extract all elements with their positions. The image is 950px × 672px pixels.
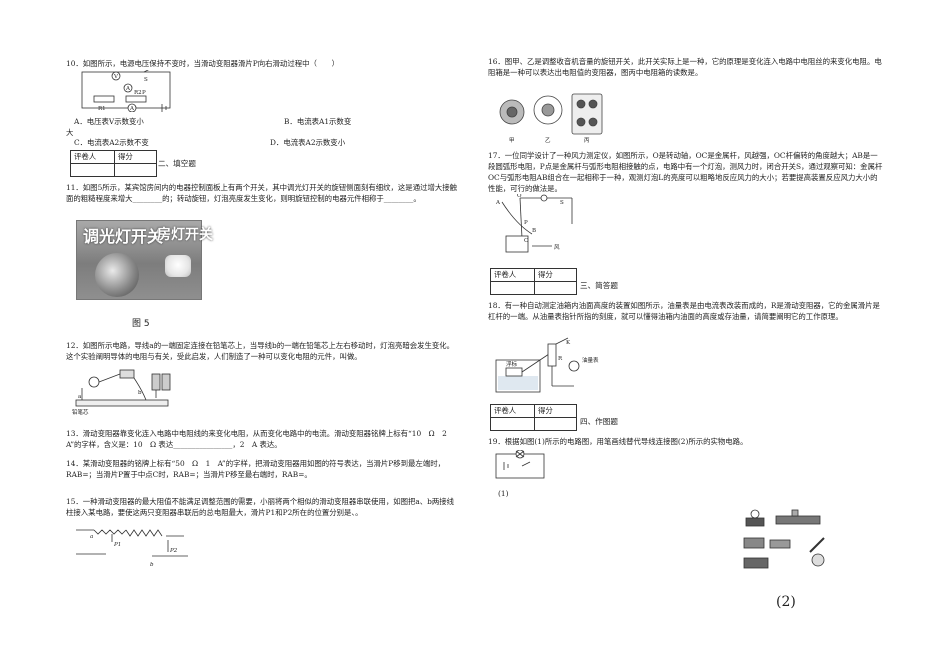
q11-switch-panel-photo: 调光灯开关 房灯开关 [76, 220, 213, 300]
q19-circuit-diagram-1 [495, 450, 545, 479]
q11-text: 11．如图5所示，某宾馆房间内的电器控制面板上有两个开关，其中调光灯开关的旋钮侧… [66, 183, 458, 204]
q12-label-pencil: 铅笔芯 [72, 408, 89, 416]
q10-option-b-wrap: 大 [66, 128, 74, 137]
q19-physical-components-figure [743, 509, 825, 569]
q17-label-s: S [560, 200, 564, 206]
q16-knob-and-resistance-box-figure: 甲 乙 丙 [499, 93, 603, 144]
score-box-4: 评卷人得分 [490, 404, 577, 431]
q16-label-yi: 乙 [545, 137, 551, 144]
q17-wind-meter-diagram: O A B P C S 风 [495, 194, 573, 253]
q18-text: 18．有一种自动测定油箱内油面高度的装置如图所示，油量表是由电流表改装而成的，R… [488, 301, 880, 322]
q18-label-k: K [566, 340, 571, 346]
score-box-3: 评卷人得分 [490, 268, 577, 295]
section-title-fill-blank: 二、填空题 [158, 159, 196, 168]
q10-option-c: C．电流表A2示数不变 [74, 138, 149, 147]
q15-label-a: a [90, 534, 93, 540]
q16-label-jia: 甲 [509, 137, 515, 144]
q14-text: 14．某滑动变阻器的铭牌上标有“50 Ω 1 A”的字样，把滑动变阻器用如图的符… [66, 459, 446, 480]
score-label-grader: 评卷人 [490, 268, 535, 282]
q17-label-b: B [532, 228, 536, 234]
score-label-grader: 评卷人 [490, 404, 535, 418]
score-box-2: 评卷人得分 [70, 150, 157, 177]
q18-label-float: 浮标 [506, 360, 518, 368]
q15-label-p2: P2 [169, 548, 178, 554]
q17-label-c: C [524, 238, 528, 244]
q12-label-b: b [138, 390, 142, 396]
q10-label-r1: R1 [98, 106, 106, 112]
q18-label-gauge: 油量表 [582, 356, 599, 364]
q11-photo-label-room: 房灯开关 [157, 227, 213, 243]
q17-label-wind: 风 [554, 244, 560, 251]
q10-option-d: D．电流表A2示数变小 [270, 138, 346, 147]
q19-figure-label-1: (1) [498, 489, 509, 498]
q15-rheostats-diagram: a P1 b P2 [76, 529, 188, 568]
q11-dimmer-knob [95, 253, 139, 297]
q18-fuel-gauge-diagram: 浮标 R 油量表 K [495, 337, 599, 393]
q12-pencil-circuit-diagram: a b 铅笔芯 [72, 369, 171, 416]
section-title-drawing: 四、作图题 [580, 417, 618, 426]
q10-label-s: S [144, 77, 148, 83]
q10-circuit-diagram: V A S A R1 R2 P [81, 70, 171, 112]
q19-text: 19．根据如图(1)所示的电路图，用笔画线替代导线连接图(2)所示的实物电路。 [488, 437, 748, 446]
q17-label-p: P [524, 220, 528, 226]
q10-label-p: P [142, 90, 146, 96]
q17-label-o: O [517, 194, 522, 199]
q18-label-r: R [558, 356, 563, 362]
q11-room-switch [165, 255, 191, 277]
q13-text: 13．滑动变阻器靠变化连入电路中电阻线的来变化电阻，从而变化电路中的电流。滑动变… [66, 429, 455, 450]
q15-label-b: b [150, 562, 154, 568]
q10-label-a1: A [125, 86, 131, 92]
q15-label-p1: P1 [113, 542, 121, 548]
section-title-short-answer: 三、简答题 [580, 281, 618, 290]
q10-label-a2: A [129, 106, 135, 112]
q12-label-a: a [78, 394, 82, 400]
q10-option-b: B．电流表A1示数变 [284, 117, 352, 126]
score-label-points: 得分 [534, 404, 577, 418]
q10-label-r2: R2 [134, 90, 142, 96]
score-label-grader: 评卷人 [70, 150, 115, 164]
q10-option-a: A．电压表V示数变小 [74, 117, 144, 126]
q11-caption: 图 5 [132, 319, 150, 329]
q17-text: 17．一位同学设计了一种风力测定仪，如图所示，O是转动轴，OC是金属杆，风越强，… [488, 151, 883, 194]
score-label-points: 得分 [534, 268, 577, 282]
q16-label-bing: 丙 [584, 137, 590, 144]
q19-figure-label-2: (2) [776, 594, 796, 610]
q17-label-a: A [495, 200, 501, 206]
q15-text: 15．一种滑动变阻器的最大阻值不能满足调整范围的需要，小丽将两个相似的滑动变阻器… [66, 497, 455, 518]
q12-text: 12．如图所示电路，导线a的一端固定连接在铅笔芯上，当导线b的一端在铅笔芯上左右… [66, 341, 455, 362]
q11-photo-label-dimmer: 调光灯开关 [83, 227, 164, 246]
q10-text: 10．如图所示，电源电压保持不变时，当滑动变阻器滑片P向右滑动过程中（ ） [66, 59, 340, 68]
score-label-points: 得分 [114, 150, 157, 164]
q10-label-v: V [113, 74, 119, 80]
q16-text: 16．图甲、乙是调整收音机音量的旋钮开关，此开关实际上是一种，它的原理是变化连入… [488, 57, 882, 78]
